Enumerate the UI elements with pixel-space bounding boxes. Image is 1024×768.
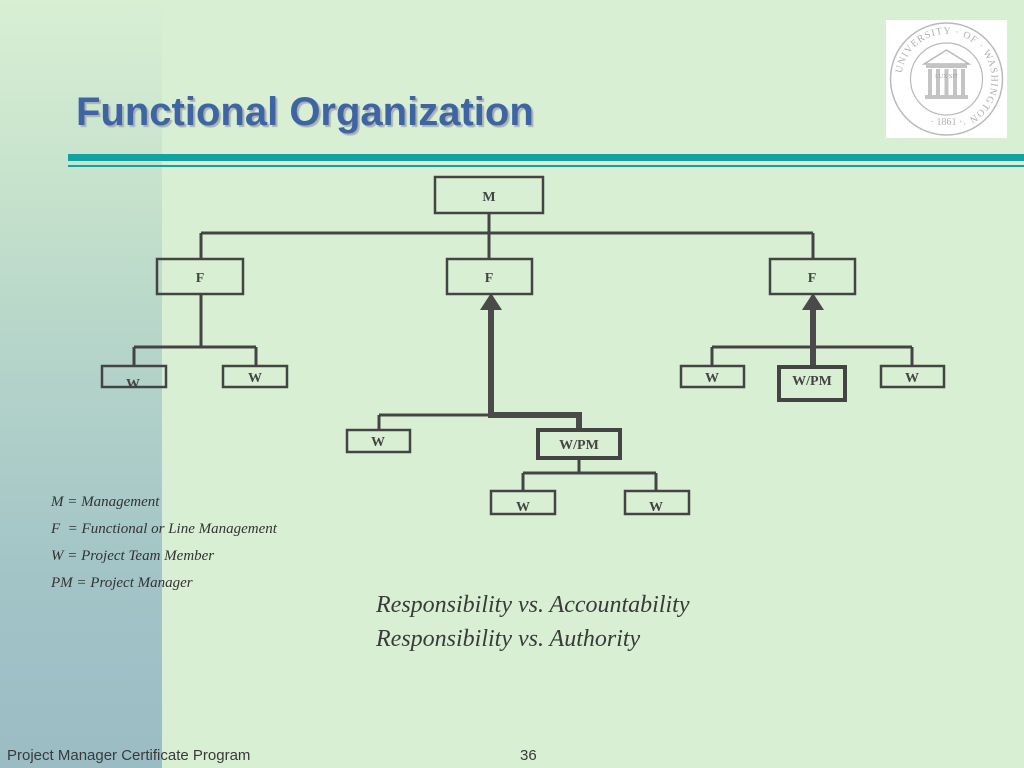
university-seal-logo: UNIVERSITY · OF · WASHINGTON · LUX SIT ·… bbox=[886, 20, 1007, 138]
center-arrow-head bbox=[480, 293, 502, 310]
legend-item-team-member: W = Project Team Member bbox=[51, 548, 215, 564]
svg-text:F: F bbox=[485, 271, 494, 286]
legend-item-project-manager: PM = Project Manager bbox=[51, 575, 193, 591]
seal-year: · 1861 · bbox=[931, 117, 963, 128]
svg-text:W: W bbox=[126, 377, 140, 392]
svg-text:W: W bbox=[516, 500, 530, 515]
connector-lines bbox=[132, 213, 914, 491]
right-arrow-head bbox=[802, 293, 824, 310]
footer-program-name: Project Manager Certificate Program bbox=[7, 747, 251, 764]
svg-text:M: M bbox=[482, 190, 495, 205]
node-right-team-member-1: W bbox=[679, 364, 746, 389]
svg-text:W/PM: W/PM bbox=[559, 438, 599, 453]
node-left-team-member-1: W bbox=[100, 364, 168, 392]
node-bottom-team-member-2: W bbox=[623, 489, 691, 516]
node-bottom-team-member-1: W bbox=[489, 489, 557, 516]
svg-text:W: W bbox=[248, 371, 262, 386]
svg-text:F: F bbox=[808, 271, 817, 286]
title-rule-thin bbox=[68, 165, 1024, 167]
node-management: M bbox=[433, 175, 545, 215]
legend-item-functional: F = Functional or Line Management bbox=[51, 521, 277, 537]
svg-text:W: W bbox=[705, 371, 719, 386]
legend: M = Management F = Functional or Line Ma… bbox=[51, 493, 277, 601]
page-number: 36 bbox=[520, 747, 537, 764]
node-functional-center: F bbox=[445, 257, 534, 296]
accountability-arrows bbox=[480, 293, 824, 428]
node-right-team-project-manager: W/PM bbox=[777, 365, 847, 402]
svg-text:W: W bbox=[905, 371, 919, 386]
title-rule-thick bbox=[68, 154, 1024, 161]
node-left-team-member-2: W bbox=[221, 364, 289, 389]
svg-text:W: W bbox=[649, 500, 663, 515]
slide-title: Functional Organization bbox=[76, 90, 534, 134]
node-center-team-member: W bbox=[345, 428, 412, 454]
node-center-team-project-manager: W/PM bbox=[536, 428, 622, 460]
legend-item-management: M = Management bbox=[51, 494, 160, 510]
tagline-accountability: Responsibility vs. Accountability bbox=[376, 592, 690, 618]
node-functional-right: F bbox=[768, 257, 857, 296]
node-right-team-member-3: W bbox=[879, 364, 946, 389]
tagline-authority: Responsibility vs. Authority bbox=[376, 626, 641, 652]
tagline: Responsibility vs. Accountability Respon… bbox=[376, 590, 690, 658]
svg-text:W/PM: W/PM bbox=[792, 374, 832, 389]
svg-text:W: W bbox=[371, 435, 385, 450]
seal-graphic: UNIVERSITY · OF · WASHINGTON · LUX SIT ·… bbox=[889, 22, 1004, 136]
side-gradient-band bbox=[0, 0, 162, 768]
svg-text:F: F bbox=[196, 271, 205, 286]
node-functional-left: F bbox=[155, 257, 245, 296]
seal-motto: LUX SIT bbox=[935, 74, 958, 80]
